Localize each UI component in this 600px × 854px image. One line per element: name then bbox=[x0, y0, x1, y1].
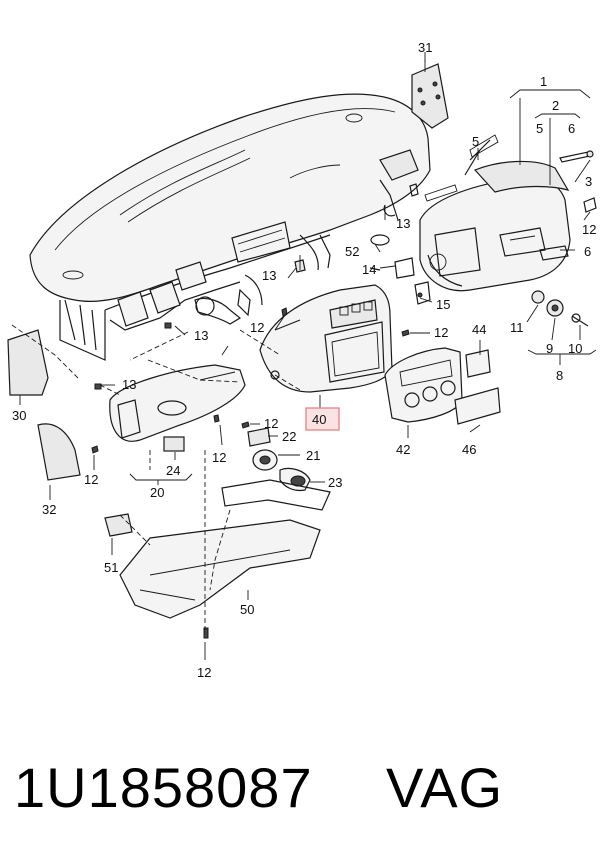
callout-11: 11 bbox=[510, 320, 524, 335]
exploded-parts-diagram: 31 1 2 5 6 5 3 13 12 52 6 14 13 15 11 44… bbox=[7, 40, 597, 680]
callout-12a: 12 bbox=[582, 222, 596, 237]
callout-21: 21 bbox=[306, 448, 320, 463]
glovebox-assembly bbox=[419, 134, 571, 292]
callout-12g: 12 bbox=[197, 665, 211, 680]
callout-42: 42 bbox=[396, 442, 410, 457]
callout-46: 46 bbox=[462, 442, 476, 457]
callout-44: 44 bbox=[472, 322, 486, 337]
callout-12f: 12 bbox=[84, 472, 98, 487]
switches bbox=[247, 427, 311, 492]
callout-13c: 13 bbox=[194, 328, 208, 343]
trim-frame-42 bbox=[384, 347, 463, 423]
callout-24: 24 bbox=[166, 463, 180, 478]
callout-14: 14 bbox=[362, 262, 376, 277]
callout-1: 1 bbox=[540, 74, 547, 89]
callout-13d: 13 bbox=[122, 377, 136, 392]
callout-12d: 12 bbox=[264, 416, 278, 431]
bracket-31 bbox=[411, 60, 449, 129]
callout-30: 30 bbox=[12, 408, 26, 423]
callout-12c: 12 bbox=[434, 325, 448, 340]
footer: 1U1858087 VAG bbox=[14, 748, 594, 838]
callout-3: 3 bbox=[585, 174, 592, 189]
callouts: 31 1 2 5 6 5 3 13 12 52 6 14 13 15 11 44… bbox=[12, 40, 596, 680]
callout-8: 8 bbox=[556, 368, 563, 383]
callout-40: 40 bbox=[312, 412, 326, 427]
callout-5b: 5 bbox=[472, 134, 479, 149]
brand-label: VAG bbox=[386, 756, 504, 819]
callout-32: 32 bbox=[42, 502, 56, 517]
callout-10: 10 bbox=[568, 341, 582, 356]
leader-lines bbox=[19, 52, 597, 660]
callout-13a: 13 bbox=[396, 216, 410, 231]
callout-5: 5 bbox=[536, 121, 543, 136]
small-covers bbox=[454, 349, 501, 425]
callout-6: 6 bbox=[568, 121, 575, 136]
callout-23: 23 bbox=[328, 475, 342, 490]
screw-icons bbox=[91, 307, 410, 639]
callout-15: 15 bbox=[436, 297, 450, 312]
callout-13b: 13 bbox=[262, 268, 276, 283]
callout-12e: 12 bbox=[212, 450, 226, 465]
right-hardware bbox=[294, 150, 597, 327]
callout-51: 51 bbox=[104, 560, 118, 575]
part-number: 1U1858087 bbox=[14, 756, 313, 819]
highlight-box bbox=[305, 407, 340, 431]
callout-9: 9 bbox=[546, 341, 553, 356]
lower-trim-20 bbox=[109, 364, 246, 452]
dashboard-panel bbox=[29, 93, 431, 361]
callout-12b: 12 bbox=[250, 320, 264, 335]
callout-22: 22 bbox=[282, 429, 296, 444]
callout-2: 2 bbox=[552, 98, 559, 113]
callout-52: 52 bbox=[345, 244, 359, 259]
callout-31: 31 bbox=[418, 40, 432, 55]
assembly-lines bbox=[11, 324, 301, 630]
callout-6b: 6 bbox=[584, 244, 591, 259]
callout-20: 20 bbox=[150, 485, 164, 500]
bottom-tray-50 bbox=[104, 479, 331, 619]
side-panels bbox=[7, 329, 81, 481]
center-console-40 bbox=[259, 284, 393, 393]
callout-50: 50 bbox=[240, 602, 254, 617]
